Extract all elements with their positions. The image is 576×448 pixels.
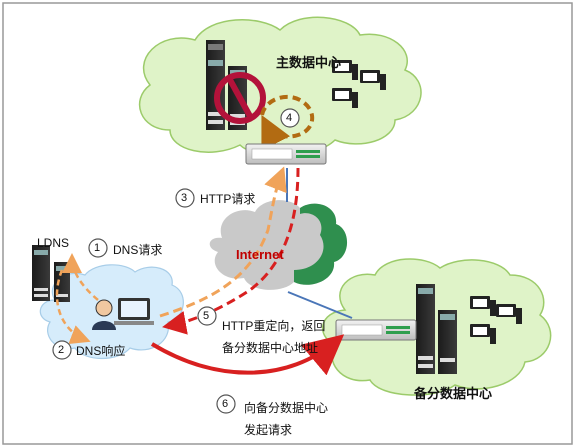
step-1-number: 1 [94, 242, 101, 254]
backup-load-balancer-icon [335, 319, 417, 341]
step-6-number: 6 [222, 398, 229, 410]
step-3-number: 3 [181, 192, 188, 204]
http-request-arrow [159, 166, 287, 318]
step-5-label-line1: HTTP重定向，返回 [222, 319, 326, 333]
ldns-label: LDNS [37, 236, 70, 250]
backup-datacenter-label: 备分数据中心 [414, 386, 493, 401]
step-5-label-line2: 备分数据中心地址 [222, 341, 319, 355]
step-5-number: 5 [203, 310, 210, 322]
main-datacenter-label: 主数据中心 [276, 55, 342, 70]
main-load-balancer-icon [245, 143, 327, 165]
dns-request-arrow [62, 253, 99, 301]
main-pc-group-icon [332, 60, 386, 108]
backup-pc-group-icon [470, 296, 522, 344]
step-2-label: DNS响应 [76, 344, 126, 358]
internet-label: Internet [236, 247, 284, 262]
backup-request-arrow [150, 334, 345, 376]
step-3-label: HTTP请求 [200, 192, 256, 206]
step-6-label-line1: 向备分数据中心 [244, 401, 329, 415]
backup-server-rack-icon [416, 284, 457, 374]
step-markers [52, 108, 300, 414]
client-user-icon [92, 298, 154, 330]
step-4-number: 4 [286, 112, 293, 124]
step-6-label-line2: 发起请求 [244, 423, 293, 437]
failure-icon [214, 72, 266, 124]
internet-cloud [209, 200, 348, 290]
step-1-label: DNS请求 [113, 243, 163, 257]
http-redirect-arrow [162, 167, 300, 335]
local-loop-arrow [260, 94, 315, 151]
dns-response-arrow [55, 269, 91, 344]
link-internet-backup [287, 291, 353, 319]
step-2-number: 2 [58, 344, 65, 356]
